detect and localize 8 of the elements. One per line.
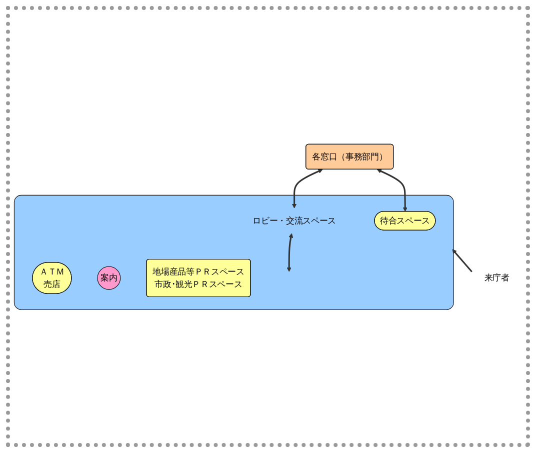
arrow	[376, 168, 408, 212]
node-text: ロビー・交流スペース	[252, 215, 336, 225]
arrow	[286, 232, 294, 272]
arrow	[452, 248, 472, 272]
arrow	[292, 168, 323, 208]
node-text: 来庁者	[484, 272, 510, 282]
cluster	[14, 194, 454, 310]
node-circle: 案内	[97, 266, 121, 290]
